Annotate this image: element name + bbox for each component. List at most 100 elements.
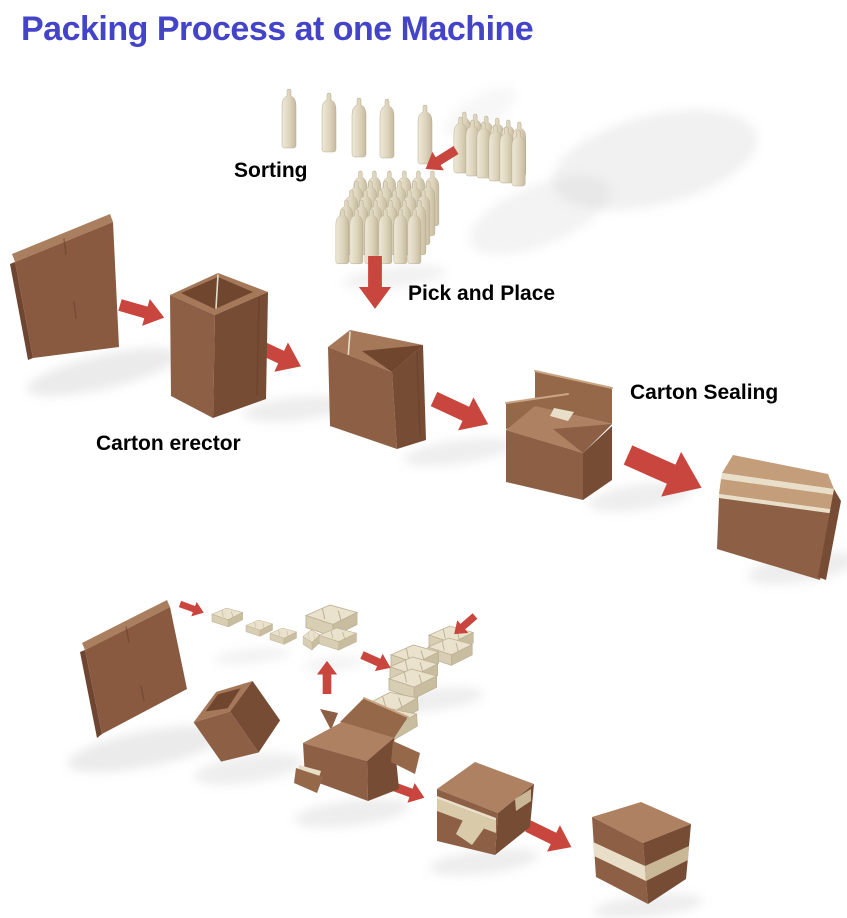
- crease: [125, 626, 130, 643]
- tape-tail: [456, 818, 485, 845]
- flap-edge: [534, 370, 613, 389]
- bottle: [379, 98, 395, 159]
- loose-bottles: [281, 88, 433, 165]
- tape-patch: [515, 789, 531, 811]
- bottle: [349, 208, 364, 265]
- carton-inner-shadow: [362, 345, 423, 372]
- open-carton: [328, 330, 426, 449]
- bottle: [476, 121, 491, 179]
- carton-top-face: [592, 802, 691, 843]
- left-flap: [320, 709, 338, 730]
- shadow: [214, 647, 290, 665]
- final-sealed-carton: [592, 802, 691, 904]
- sorted-bottle-block: [335, 170, 440, 265]
- bottle: [351, 97, 367, 158]
- product-box: [211, 607, 243, 628]
- carton-inner-shadow: [205, 688, 241, 712]
- bottle: [393, 208, 408, 265]
- tape-stripe: [437, 799, 496, 833]
- half-closed-carton: [505, 370, 613, 500]
- product-box: [269, 627, 297, 645]
- blank-side-edge: [10, 262, 33, 360]
- shadow: [403, 437, 513, 467]
- shadow: [243, 395, 347, 423]
- back-flap: [340, 698, 408, 741]
- crease: [256, 297, 260, 395]
- blank-face: [15, 222, 119, 358]
- bottle: [378, 208, 393, 265]
- arrow-open-to-halfclosed: [426, 382, 496, 441]
- shadow: [67, 725, 225, 773]
- carton-front-face: [193, 711, 259, 762]
- filled-carton: [294, 689, 420, 801]
- carton-front-face: [328, 347, 397, 449]
- taping-carton: [437, 762, 534, 855]
- arrow-flatpack2-to-boxes: [177, 596, 207, 620]
- bottle: [407, 208, 422, 265]
- right-flap: [391, 741, 420, 774]
- product-box: [245, 619, 273, 637]
- bottle: [321, 92, 337, 153]
- flap-slit: [347, 331, 351, 359]
- product-box-group: [302, 604, 358, 651]
- flap-slit: [215, 274, 219, 309]
- crease: [63, 238, 67, 255]
- folding-carton: [193, 681, 281, 762]
- tape-line: [719, 494, 836, 514]
- carton-front-face: [717, 498, 836, 580]
- bottle: [281, 88, 297, 149]
- flat-carton-blank: [10, 214, 119, 360]
- carton-front-face: [506, 430, 583, 500]
- crease: [140, 685, 145, 702]
- carton-side-face: [213, 292, 268, 418]
- bottle: [511, 129, 526, 187]
- open-gap: [298, 765, 321, 777]
- product-box: [302, 629, 321, 651]
- page-title: Packing Process at one Machine: [21, 10, 533, 48]
- blank-face: [85, 607, 187, 734]
- carton-side-face: [583, 426, 612, 500]
- flat-carton-blank-2: [80, 600, 187, 738]
- carton-front-face: [170, 295, 215, 418]
- flap-fold-shadow: [553, 424, 612, 453]
- open-gap: [550, 408, 574, 421]
- flap-edge: [363, 697, 409, 718]
- tape-band-side: [645, 846, 689, 881]
- tape-edge: [437, 796, 496, 821]
- shadow: [303, 656, 363, 672]
- carton-side-face: [818, 489, 841, 580]
- shadow: [26, 347, 180, 397]
- bottle: [364, 208, 379, 265]
- carton-side-face: [367, 738, 399, 801]
- crease: [416, 351, 421, 437]
- blank-top-edge: [82, 600, 170, 650]
- shadow: [294, 798, 410, 828]
- erected-carton: [170, 273, 268, 418]
- arrow-flatpack-to-erected: [116, 291, 169, 332]
- top-face-band: [722, 455, 834, 489]
- carton-top-face: [303, 722, 395, 761]
- blank-top-edge: [12, 214, 113, 262]
- product-boxes: [211, 607, 297, 645]
- shadow: [593, 893, 703, 918]
- carton-side-face: [229, 681, 281, 753]
- label-carton-erector: Carton erector: [96, 432, 241, 455]
- label-carton-sealing: Carton Sealing: [630, 381, 778, 404]
- bottle: [499, 126, 514, 184]
- label-sorting: Sorting: [234, 159, 308, 182]
- sealed-carton: [717, 455, 841, 580]
- tape-band: [593, 842, 646, 881]
- crease: [73, 301, 77, 319]
- front-top-band: [719, 479, 836, 510]
- carton-top-face: [437, 762, 534, 813]
- blank-side-edge: [80, 650, 102, 738]
- label-pick-and-place: Pick and Place: [408, 282, 555, 305]
- flap-edge: [505, 393, 569, 404]
- front-flap: [294, 768, 323, 793]
- bottle: [417, 104, 433, 165]
- bottle: [453, 116, 468, 174]
- carton-front-face: [303, 743, 368, 801]
- shadow: [429, 848, 539, 876]
